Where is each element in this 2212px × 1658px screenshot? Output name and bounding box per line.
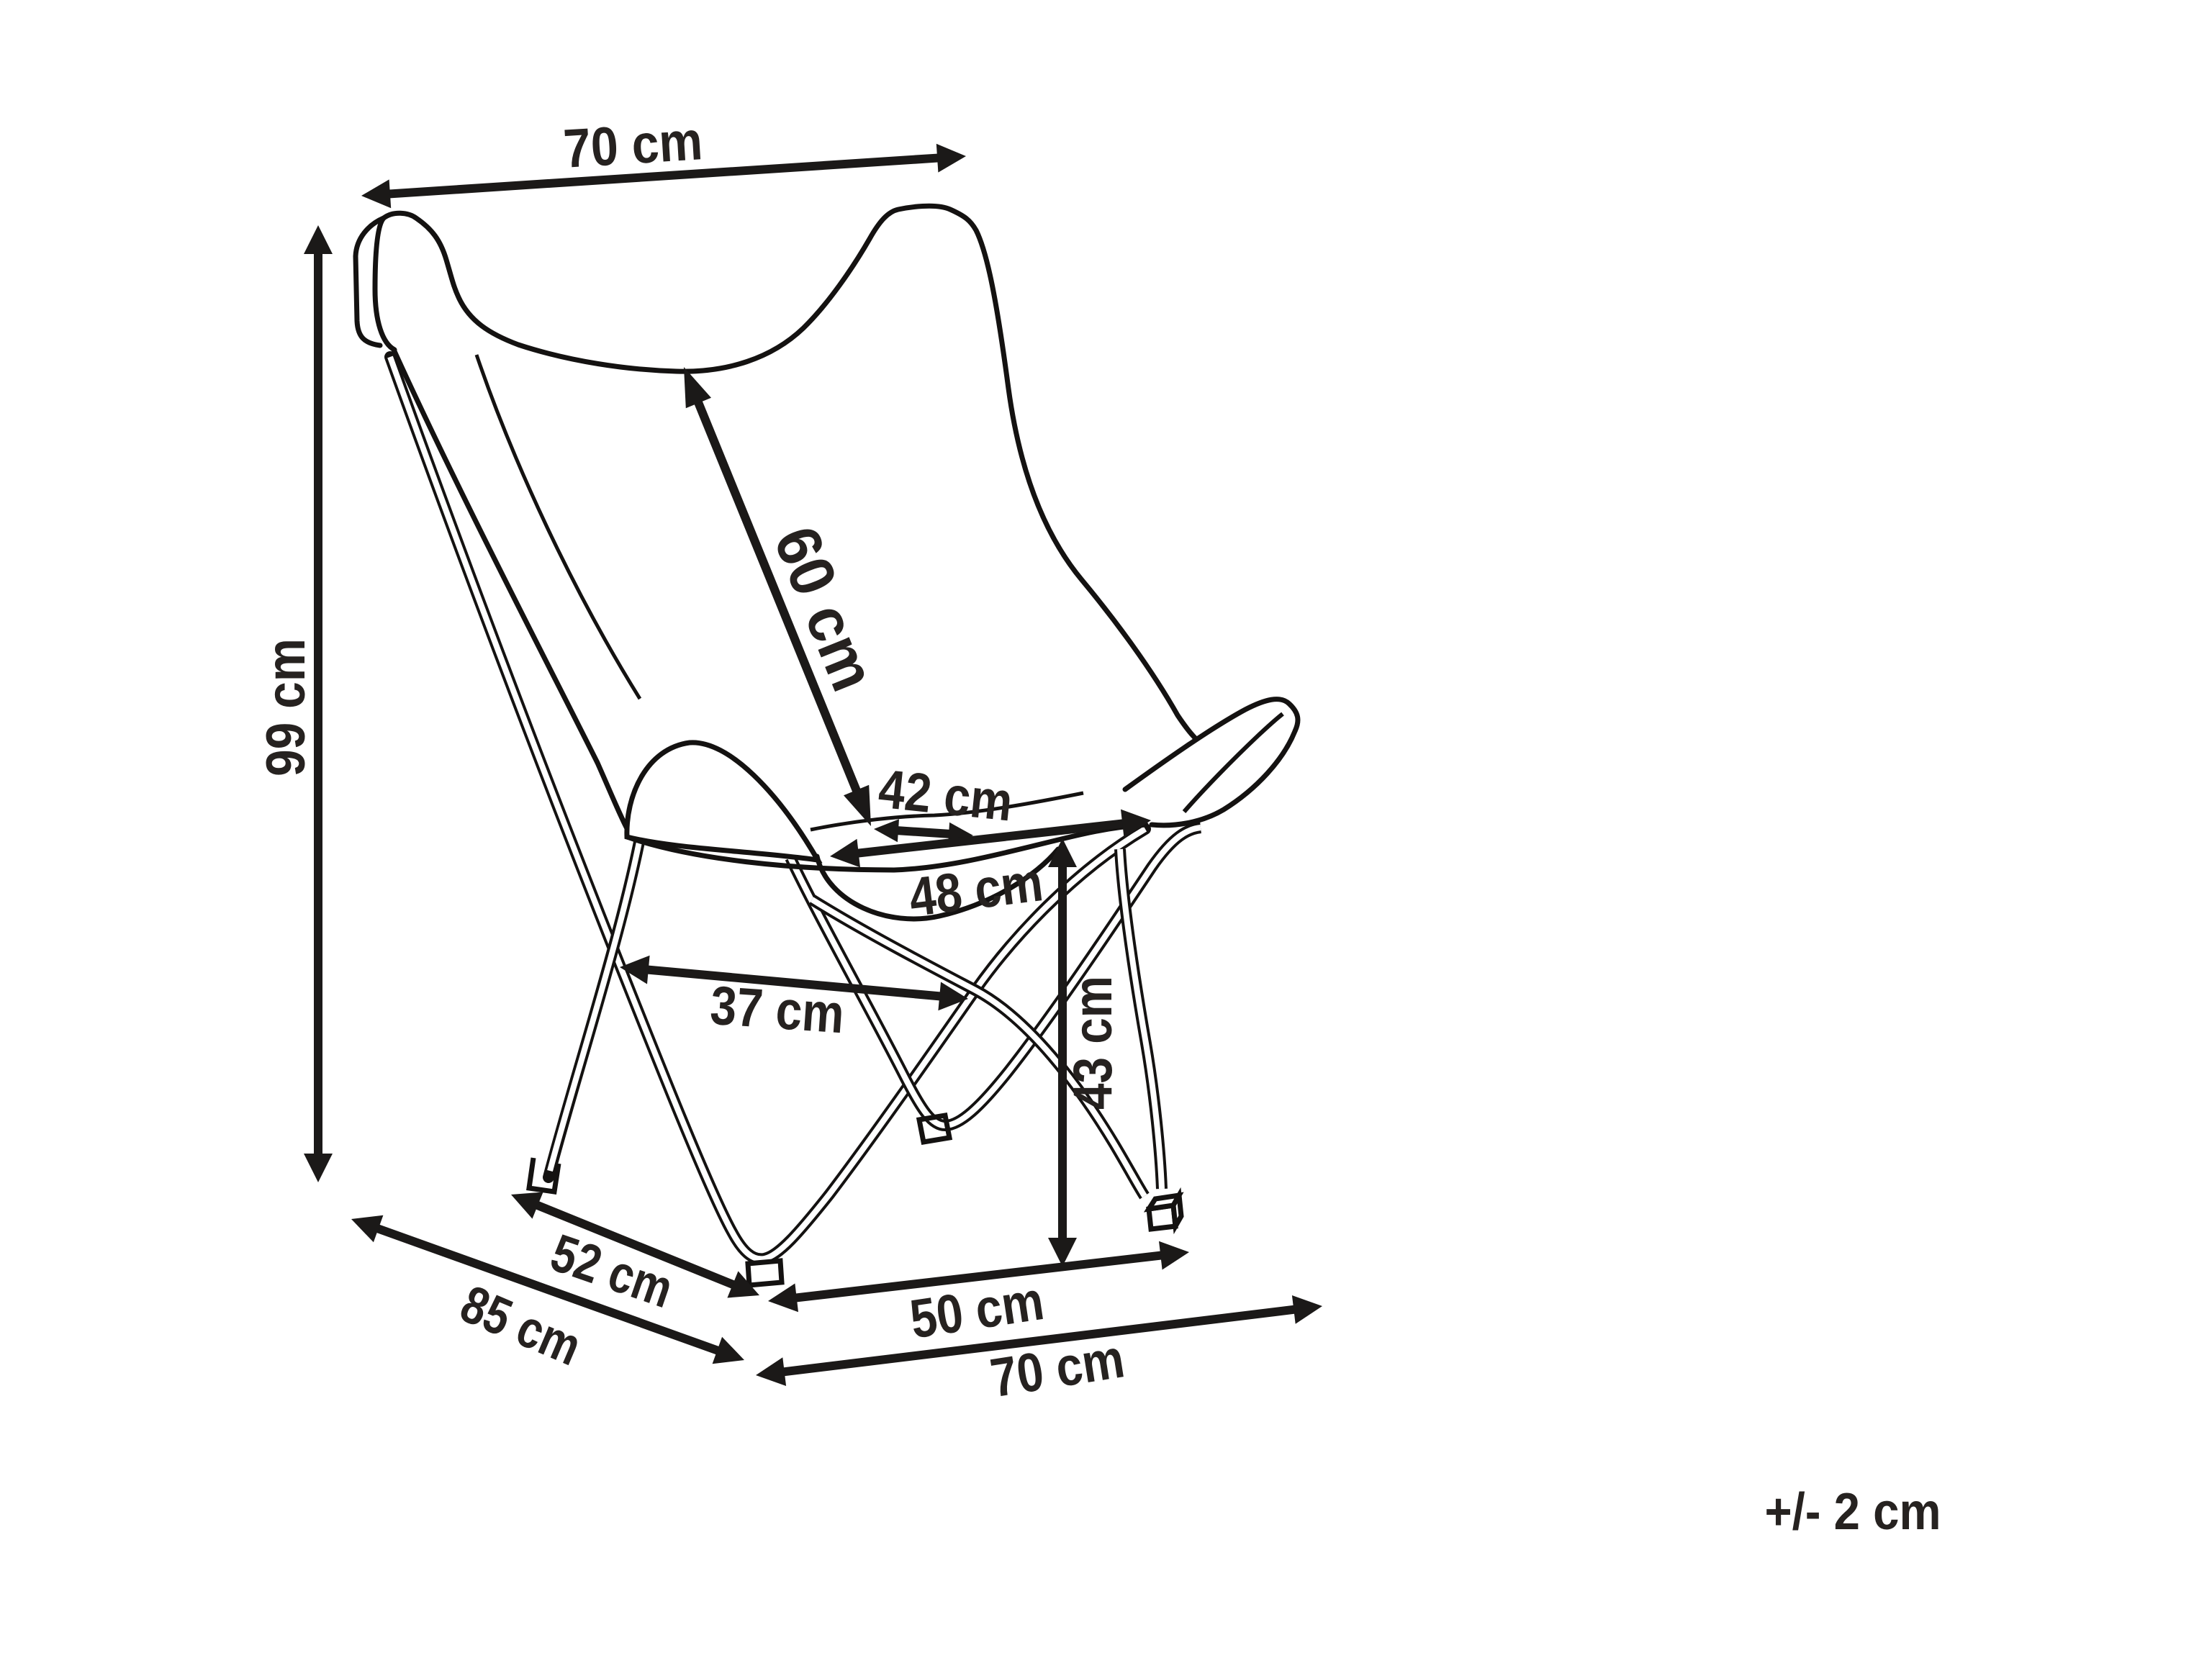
svg-text:+/- 2 cm: +/- 2 cm xyxy=(1765,1483,1941,1541)
svg-text:70 cm: 70 cm xyxy=(562,110,705,180)
svg-text:99 cm: 99 cm xyxy=(256,638,317,776)
svg-text:37 cm: 37 cm xyxy=(708,975,846,1046)
svg-text:42 cm: 42 cm xyxy=(876,758,1016,833)
svg-text:43 cm: 43 cm xyxy=(1062,976,1124,1110)
